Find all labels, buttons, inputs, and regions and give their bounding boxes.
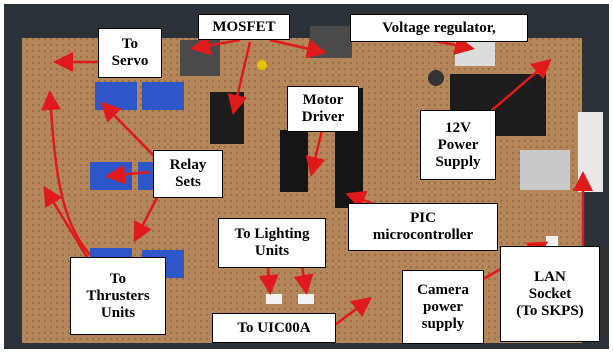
label-motor-driver: Motor Driver	[287, 86, 359, 132]
label-to-thrusters-units: To Thrusters Units	[70, 257, 166, 335]
label-voltage-regulator: Voltage regulator,	[350, 14, 528, 42]
label-mosfet: MOSFET	[198, 14, 290, 40]
mosfet-heatsink-2	[210, 92, 244, 144]
arrow-lighting-2	[293, 265, 314, 295]
arrow-mosfet-3	[269, 38, 327, 59]
arrow-relay-2	[105, 164, 151, 185]
label-to-uic00a: To UIC00A	[212, 313, 336, 343]
relay-1	[95, 82, 137, 110]
arrow-relay-1	[100, 101, 161, 163]
label-12v-power-supply: 12V Power Supply	[420, 110, 496, 180]
label-to-servo: To Servo	[98, 28, 162, 78]
label-lan-socket: LAN Socket (To SKPS)	[500, 246, 600, 342]
label-to-lighting-units: To Lighting Units	[218, 218, 326, 268]
arrow-motor-driver	[305, 129, 326, 177]
arrow-power-supply	[489, 58, 552, 113]
label-pic-microcontroller: PIC microcontroller	[348, 203, 498, 251]
label-relay-sets: Relay Sets	[153, 150, 223, 198]
motor-driver-chip	[280, 130, 308, 192]
lan-socket-body	[520, 150, 570, 190]
mosfet-heatsink-3	[310, 26, 352, 58]
capacitor-1	[428, 70, 444, 86]
arrow-thrusters-2	[43, 185, 92, 263]
led-yellow	[257, 60, 267, 70]
label-camera-power-supply: Camera power supply	[402, 270, 484, 344]
arrow-mosfet-2	[227, 41, 252, 115]
relay-2	[142, 82, 184, 110]
lighting-connector-2	[298, 294, 314, 304]
arrow-lighting-1	[258, 265, 279, 295]
arrow-relay-3	[133, 191, 162, 243]
lighting-connector-1	[266, 294, 282, 304]
arrow-mosfet-1	[190, 35, 241, 56]
camera-connector	[546, 236, 558, 246]
arrow-uic00a	[334, 296, 372, 326]
